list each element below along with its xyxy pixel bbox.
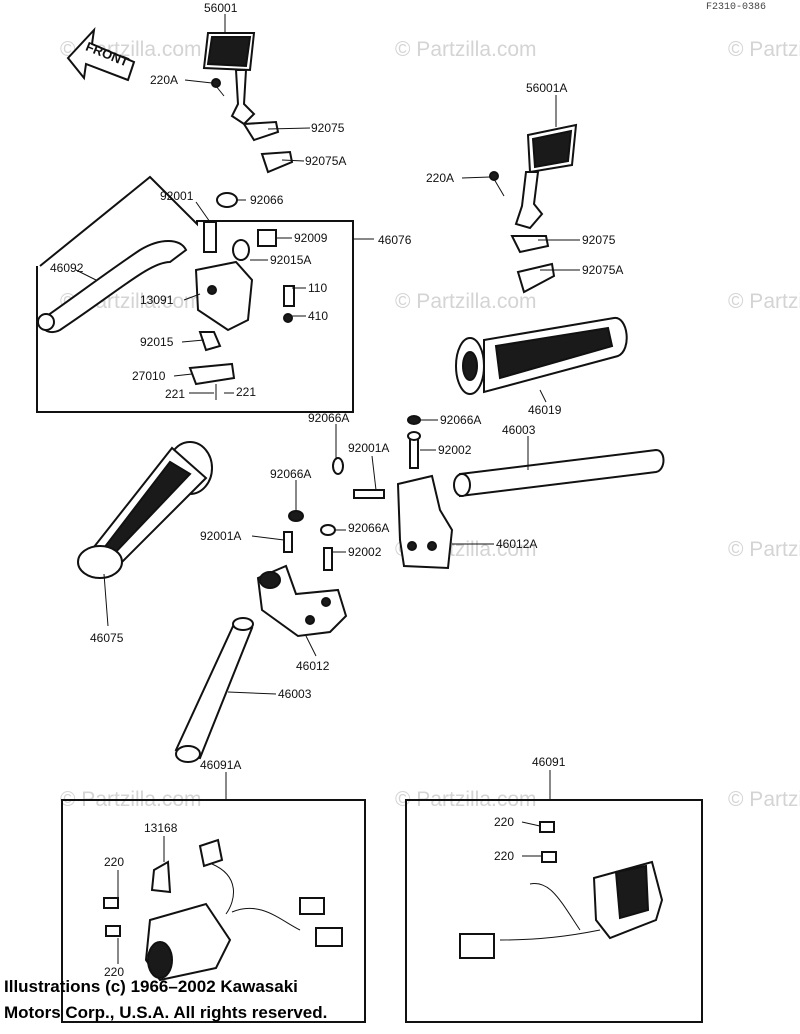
- part-label: 92002: [438, 443, 472, 457]
- part-label: 220: [494, 815, 514, 829]
- figure-code: F2310-0386: [706, 2, 766, 13]
- part-label: 221: [236, 385, 256, 399]
- part-label: 46091A: [200, 758, 241, 772]
- part-label: 46092: [50, 261, 84, 275]
- part-label: 92001A: [200, 529, 241, 543]
- part-label: 92066: [250, 193, 284, 207]
- part-label: 92066A: [308, 411, 349, 425]
- part-label: 13091: [140, 293, 174, 307]
- part-label: 46003: [278, 687, 312, 701]
- part-label: 56001: [204, 1, 238, 15]
- part-label: 92075: [311, 121, 345, 135]
- left-switch-frame: [61, 799, 366, 1023]
- watermark: © Partzilla.com: [728, 538, 800, 561]
- right-handlebar-icon: [453, 448, 665, 498]
- part-label: 92001A: [348, 441, 389, 455]
- part-label: 92015A: [270, 253, 311, 267]
- part-label: 92066A: [270, 467, 311, 481]
- left-handlebar-icon: [174, 617, 254, 763]
- part-label: 220A: [150, 73, 178, 87]
- part-label: 92001: [160, 189, 194, 203]
- left-mirror-icon: [202, 32, 294, 174]
- right-switch-frame: [405, 799, 703, 1023]
- clutch-holder-icon: [188, 192, 295, 400]
- part-label: 46012: [296, 659, 330, 673]
- copyright-line: Illustrations (c) 1966–2002 Kawasaki: [4, 977, 298, 996]
- part-label: 46091: [532, 755, 566, 769]
- watermark: © Partzilla.com: [728, 38, 800, 61]
- copyright-line: Motors Corp., U.S.A. All rights reserved…: [4, 1003, 328, 1022]
- watermark-layer: © Partzilla.com © Partzilla.com © Partzi…: [60, 38, 800, 811]
- part-label: 56001A: [526, 81, 567, 95]
- part-label: 92002: [348, 545, 382, 559]
- part-label: 46076: [378, 233, 412, 247]
- part-label: 92075A: [305, 154, 346, 168]
- part-label: 220: [104, 855, 124, 869]
- left-switch-icon: [103, 838, 343, 982]
- part-label: 220: [104, 965, 124, 979]
- clutch-lever-icon: [37, 240, 188, 334]
- part-label: 221: [165, 387, 185, 401]
- part-label: 410: [308, 309, 328, 323]
- part-label: 110: [308, 281, 327, 295]
- part-label: 46003: [502, 423, 536, 437]
- part-label: 92066A: [348, 521, 389, 535]
- leader-lines: [75, 14, 580, 964]
- right-grip-icon: [455, 317, 628, 395]
- watermark: © Partzilla.com: [728, 788, 800, 811]
- left-bar-holder-icon: [256, 510, 348, 638]
- right-switch-icon: [459, 821, 664, 959]
- part-label: 92075A: [582, 263, 623, 277]
- part-label: 27010: [132, 369, 166, 383]
- right-bar-holder-icon: [332, 415, 454, 570]
- part-label: 46012A: [496, 537, 537, 551]
- part-label: 46019: [528, 403, 562, 417]
- watermark: © Partzilla.com: [728, 290, 800, 313]
- part-labels: 56001 220A 92075 92075A 56001A 220A 9207…: [50, 1, 623, 979]
- right-mirror-icon: [489, 123, 578, 294]
- part-label: 220: [494, 849, 514, 863]
- part-label: 92015: [140, 335, 174, 349]
- part-label: 220A: [426, 171, 454, 185]
- part-label: 92066A: [440, 413, 481, 427]
- part-label: 92009: [294, 231, 328, 245]
- part-label: 13168: [144, 821, 178, 835]
- watermark: © Partzilla.com: [395, 290, 537, 313]
- copyright-notice: Illustrations (c) 1966–2002 Kawasaki Mot…: [4, 974, 424, 1026]
- part-label: 92075: [582, 233, 616, 247]
- watermark: © Partzilla.com: [395, 38, 537, 61]
- left-grip-icon: [77, 441, 213, 579]
- clutch-lever-frame: [36, 175, 354, 413]
- part-label: 46075: [90, 631, 124, 645]
